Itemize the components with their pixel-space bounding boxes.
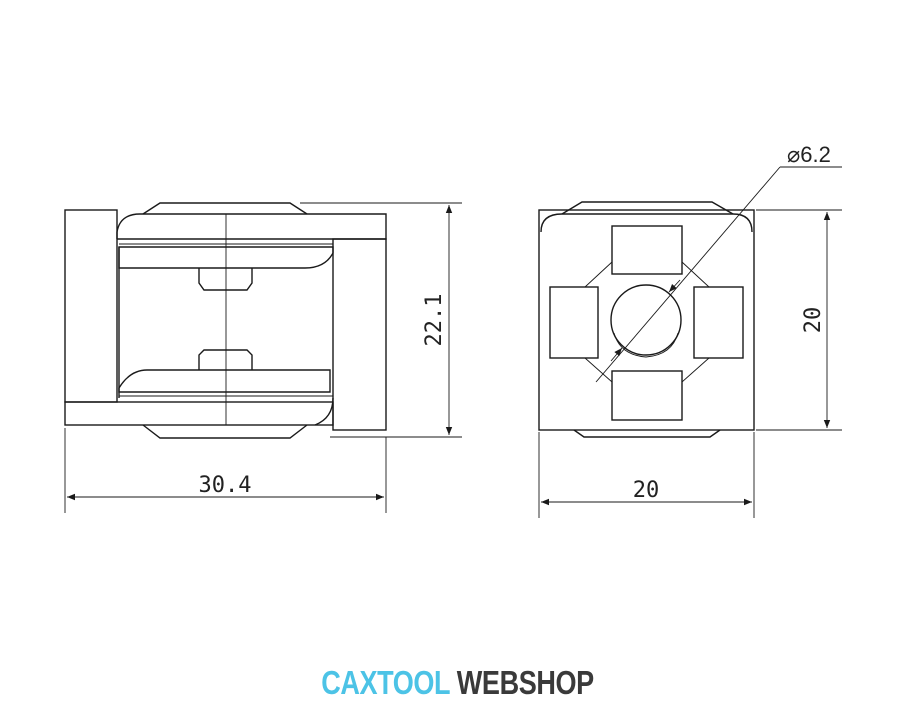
side-view: 22.1 30.4 [64,202,462,513]
front-height-dim: 20 [801,307,826,334]
front-view: ⌀6.2 20 20 [538,142,842,518]
logo-part2: WEBSHOP [456,664,594,701]
caxtool-logo: CAXTOOL WEBSHOP [82,664,832,702]
hole-diameter-dim: ⌀6.2 [787,142,831,167]
side-width-dim: 30.4 [199,473,252,498]
front-width-dim: 20 [633,478,660,503]
side-height-dim: 22.1 [422,294,447,347]
logo-part1: CAXTOOL [321,664,450,701]
